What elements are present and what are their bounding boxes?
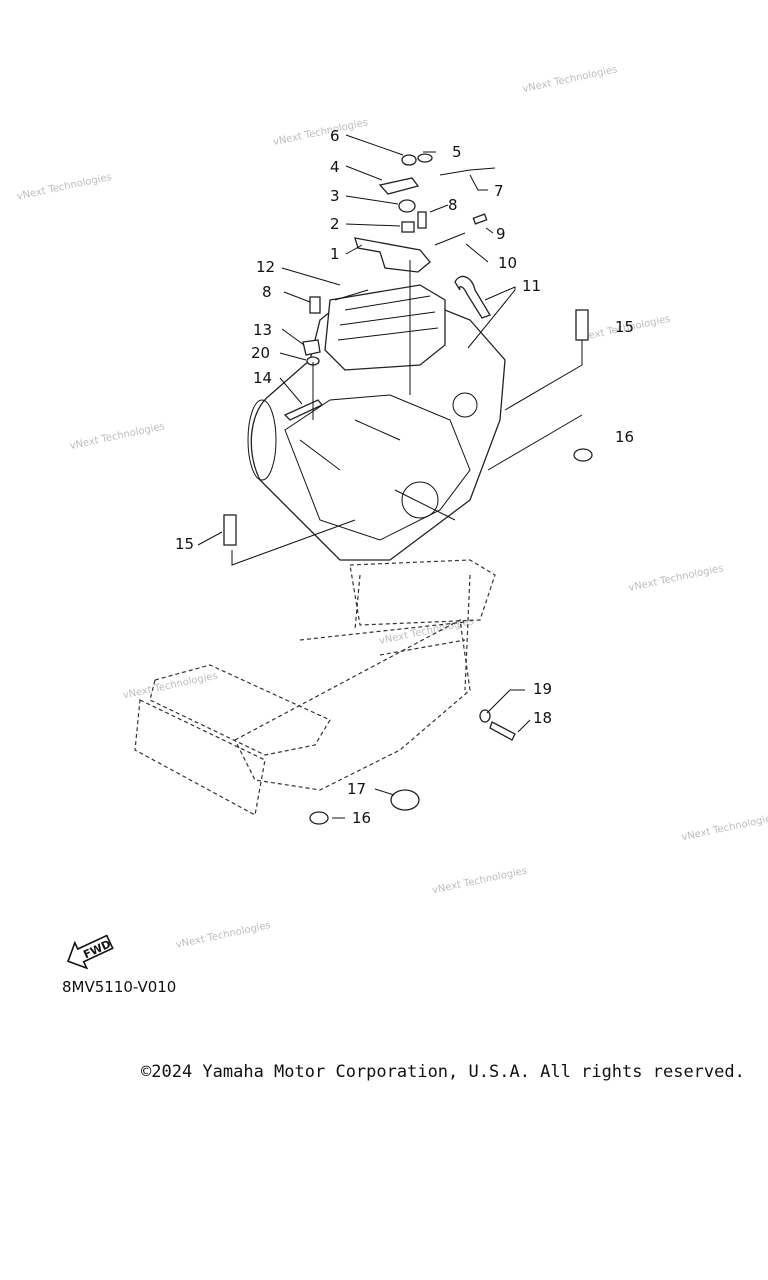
spring-part [434,232,466,246]
callout-3: 3 [330,187,340,205]
watermark: vNext Technologies [122,671,219,702]
bolt-part [223,514,237,546]
callout-16: 16 [615,428,634,446]
watermark: vNext Technologies [431,866,528,897]
plate-part [302,339,321,356]
diagram-reference-code: 8MV5110-V010 [62,978,177,996]
callout-8: 8 [448,196,458,214]
return-spring-part [439,167,496,176]
spring-part [398,199,416,213]
bolt-part [417,211,427,229]
callout-4: 4 [330,158,340,176]
callout-14: 14 [253,369,272,387]
nut-part [401,154,417,166]
copyright-notice: ©2024 Yamaha Motor Corporation, U.S.A. A… [141,1062,745,1082]
governor-parts [283,153,496,421]
collar-part [401,221,415,233]
fasteners [223,309,593,825]
watermark: vNext Technologies [681,813,768,844]
watermark: vNext Technologies [175,920,272,951]
callout-5: 5 [452,143,462,161]
callout-20: 20 [251,344,270,362]
watermark: vNext Technologies [522,64,619,95]
engine-block [247,284,506,561]
watermark: vNext Technologies [16,172,113,203]
callouts: 6 5 4 7 3 8 2 9 1 10 12 11 8 15 13 20 14… [175,127,634,827]
callout-8: 8 [262,283,272,301]
washer-part [417,153,433,163]
callout-13: 13 [253,321,272,339]
watermark: vNext Technologies [272,117,369,148]
bolt-part [489,721,516,741]
callout-18: 18 [533,709,552,727]
frame [134,559,496,816]
callout-11: 11 [522,277,541,295]
bracket-part [354,237,431,273]
callout-2: 2 [330,215,340,233]
callout-6: 6 [330,127,340,145]
leader-lines [197,134,583,819]
callout-1: 1 [330,245,340,263]
grommet-part [390,789,420,811]
bolt-part [472,213,488,225]
spring-part [334,289,369,301]
bolt-part [309,296,321,314]
watermark: vNext Technologies [628,563,725,594]
callout-9: 9 [496,225,506,243]
callout-15: 15 [615,318,634,336]
bolt-part [575,309,589,341]
callout-10: 10 [498,254,517,272]
bushing-part [573,448,593,462]
hose-part [454,275,491,319]
callout-17: 17 [347,780,366,798]
callout-19: 19 [533,680,552,698]
callout-7: 7 [494,182,504,200]
watermark: vNext Technologies [69,421,166,452]
bushing-part [309,811,329,825]
fwd-arrow-icon: FWD [67,934,114,970]
lever-part [378,177,420,195]
callout-16: 16 [352,809,371,827]
callout-12: 12 [256,258,275,276]
callout-15: 15 [175,535,194,553]
